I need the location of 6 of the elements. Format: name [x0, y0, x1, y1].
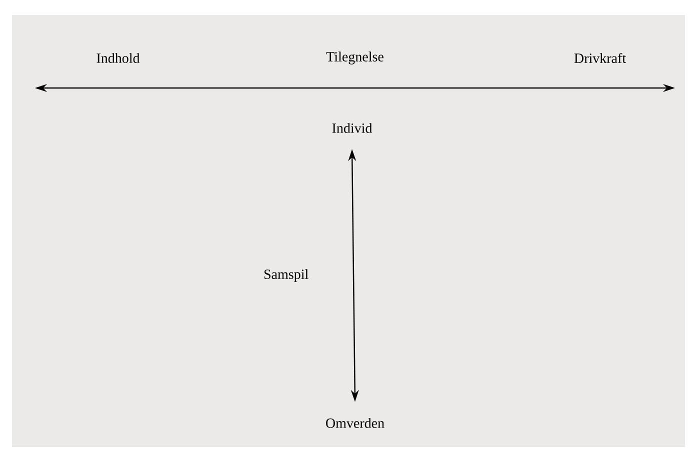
node-text: Omverden: [326, 418, 384, 428]
axis-label: Tilegnelse: [326, 52, 384, 64]
axis-label: Indhold: [96, 53, 140, 63]
axis-label: Drivkraft: [574, 53, 626, 63]
node-text: Individ: [332, 123, 372, 133]
edge-label: Samspil: [264, 269, 308, 282]
